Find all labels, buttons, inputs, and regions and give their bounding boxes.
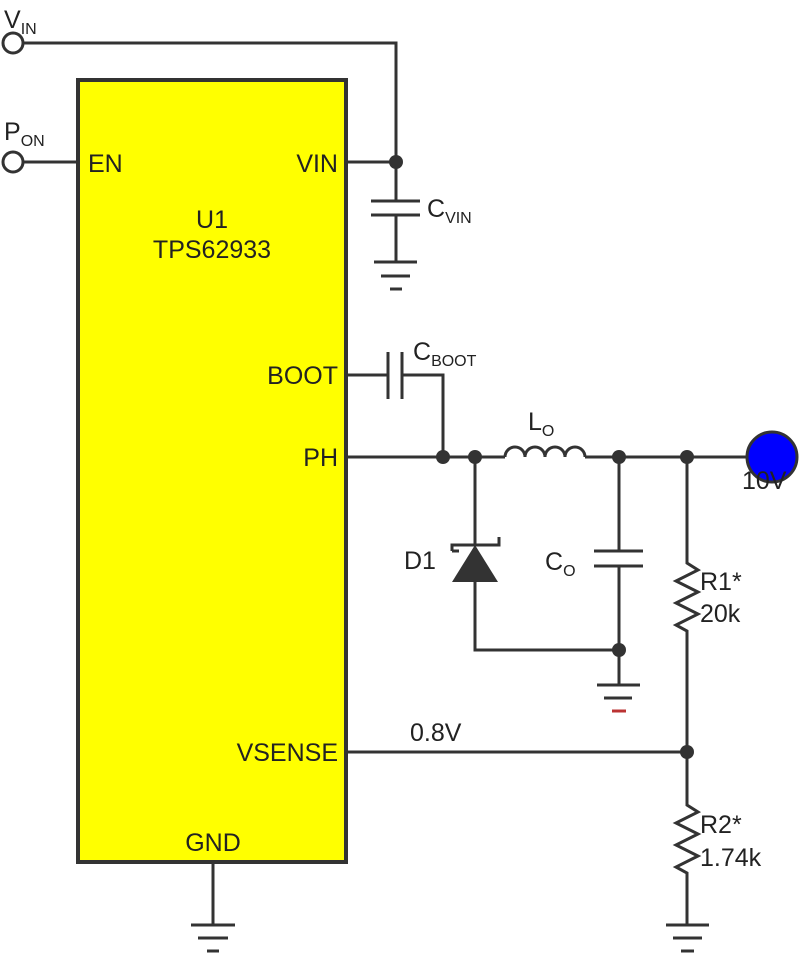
co-capacitor: CO <box>545 457 643 713</box>
ground-icon <box>597 683 640 713</box>
vin-terminal-circle <box>1 31 25 55</box>
output-voltage-label: 10V <box>742 467 787 495</box>
output-terminal <box>745 430 799 484</box>
resistor-icon <box>672 457 702 925</box>
junction-dot <box>436 450 450 464</box>
ic-part: TPS62933 <box>153 236 271 264</box>
cboot-label: C <box>413 338 431 366</box>
junction-dot <box>612 643 626 657</box>
diode-icon <box>452 545 498 582</box>
svg-text:VIN: VIN <box>4 6 37 38</box>
r1-value: 20k <box>700 600 741 628</box>
pon-label-sub: ON <box>21 133 45 150</box>
co-label: C <box>545 548 563 576</box>
cvin-label: C <box>427 195 445 223</box>
svg-text:CVIN: CVIN <box>427 195 472 227</box>
pin-gnd: GND <box>185 829 241 857</box>
co-label-sub: O <box>563 563 575 580</box>
ground-icon <box>666 923 709 953</box>
pin-vin: VIN <box>296 150 338 178</box>
vin-terminal: VIN <box>1 6 398 162</box>
vsense-voltage-label: 0.8V <box>410 719 462 747</box>
r2-value: 1.74k <box>700 844 762 872</box>
pin-boot: BOOT <box>267 362 338 390</box>
cboot-label-sub: BOOT <box>431 353 477 370</box>
lo-label: L <box>528 408 542 436</box>
inductor-icon <box>503 445 587 458</box>
svg-text:PON: PON <box>4 118 45 150</box>
pin-ph: PH <box>303 444 338 472</box>
d1-label: D1 <box>404 547 436 575</box>
svg-text:CO: CO <box>545 548 576 580</box>
pon-label: P <box>4 118 21 146</box>
pon-terminal-circle <box>1 150 25 174</box>
svg-text:CBOOT: CBOOT <box>413 338 477 370</box>
cvin-label-sub: VIN <box>445 210 472 227</box>
vin-label: V <box>4 6 21 34</box>
feedback-divider: R1* 20k R2* 1.74k <box>666 457 762 953</box>
vin-wire <box>23 41 398 162</box>
ic-u1: EN VIN U1 TPS62933 BOOT PH VSENSE GND <box>76 78 348 864</box>
lo-label-sub: O <box>542 423 554 440</box>
ground-icon <box>191 923 235 953</box>
ic-ground <box>191 862 235 953</box>
vin-label-sub: IN <box>21 21 37 38</box>
svg-text:LO: LO <box>528 408 554 440</box>
ic-ref: U1 <box>196 206 228 234</box>
pin-en: EN <box>88 150 123 178</box>
pon-terminal: PON <box>1 118 78 174</box>
ground-icon <box>374 260 417 291</box>
cboot-capacitor: CBOOT <box>346 338 477 457</box>
r1-ref: R1* <box>700 568 742 596</box>
d1-schottky-diode: D1 <box>404 457 619 652</box>
cvin-capacitor: CVIN <box>346 155 472 291</box>
output-net: LO 10V <box>346 408 799 495</box>
r2-ref: R2* <box>700 811 742 839</box>
pin-vsense: VSENSE <box>237 739 338 767</box>
